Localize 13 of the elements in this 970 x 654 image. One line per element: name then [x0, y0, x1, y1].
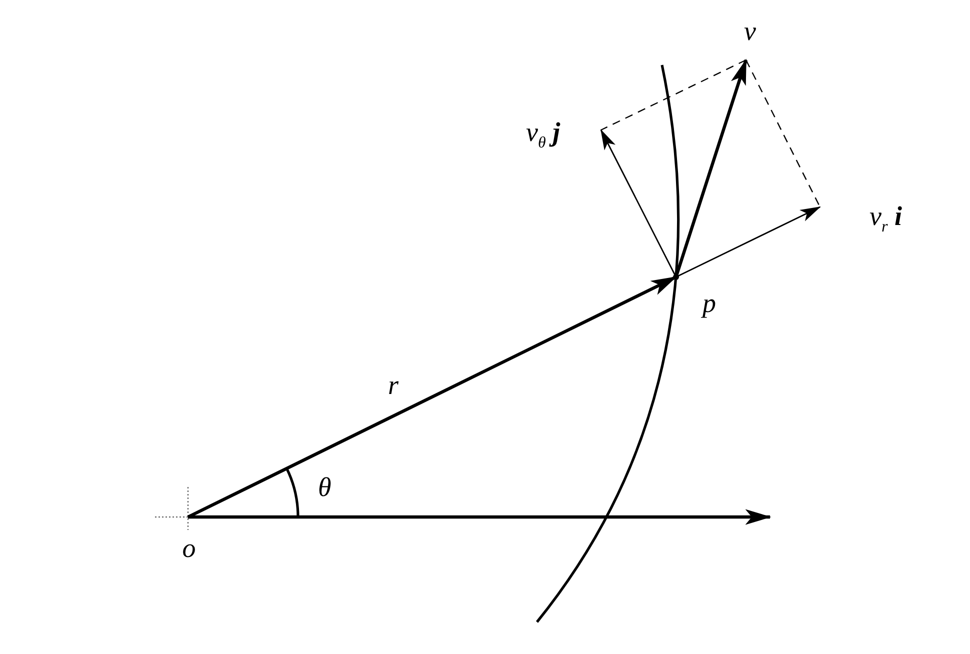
point-label: p: [702, 290, 716, 317]
arrow: [188, 509, 772, 525]
point-label: v$_{θ}$ j: [526, 118, 560, 152]
angle-label: θ: [318, 474, 332, 501]
dashed-line: [745, 60, 821, 208]
arrow: [676, 206, 821, 278]
point-label: v$_{r}$ i: [870, 202, 902, 236]
arrow: [600, 129, 677, 278]
dashed-line: [600, 59, 746, 131]
point-label: o: [182, 535, 196, 562]
point-label: v: [744, 18, 756, 45]
arrow: [674, 58, 748, 278]
edge-label: r: [388, 372, 399, 399]
